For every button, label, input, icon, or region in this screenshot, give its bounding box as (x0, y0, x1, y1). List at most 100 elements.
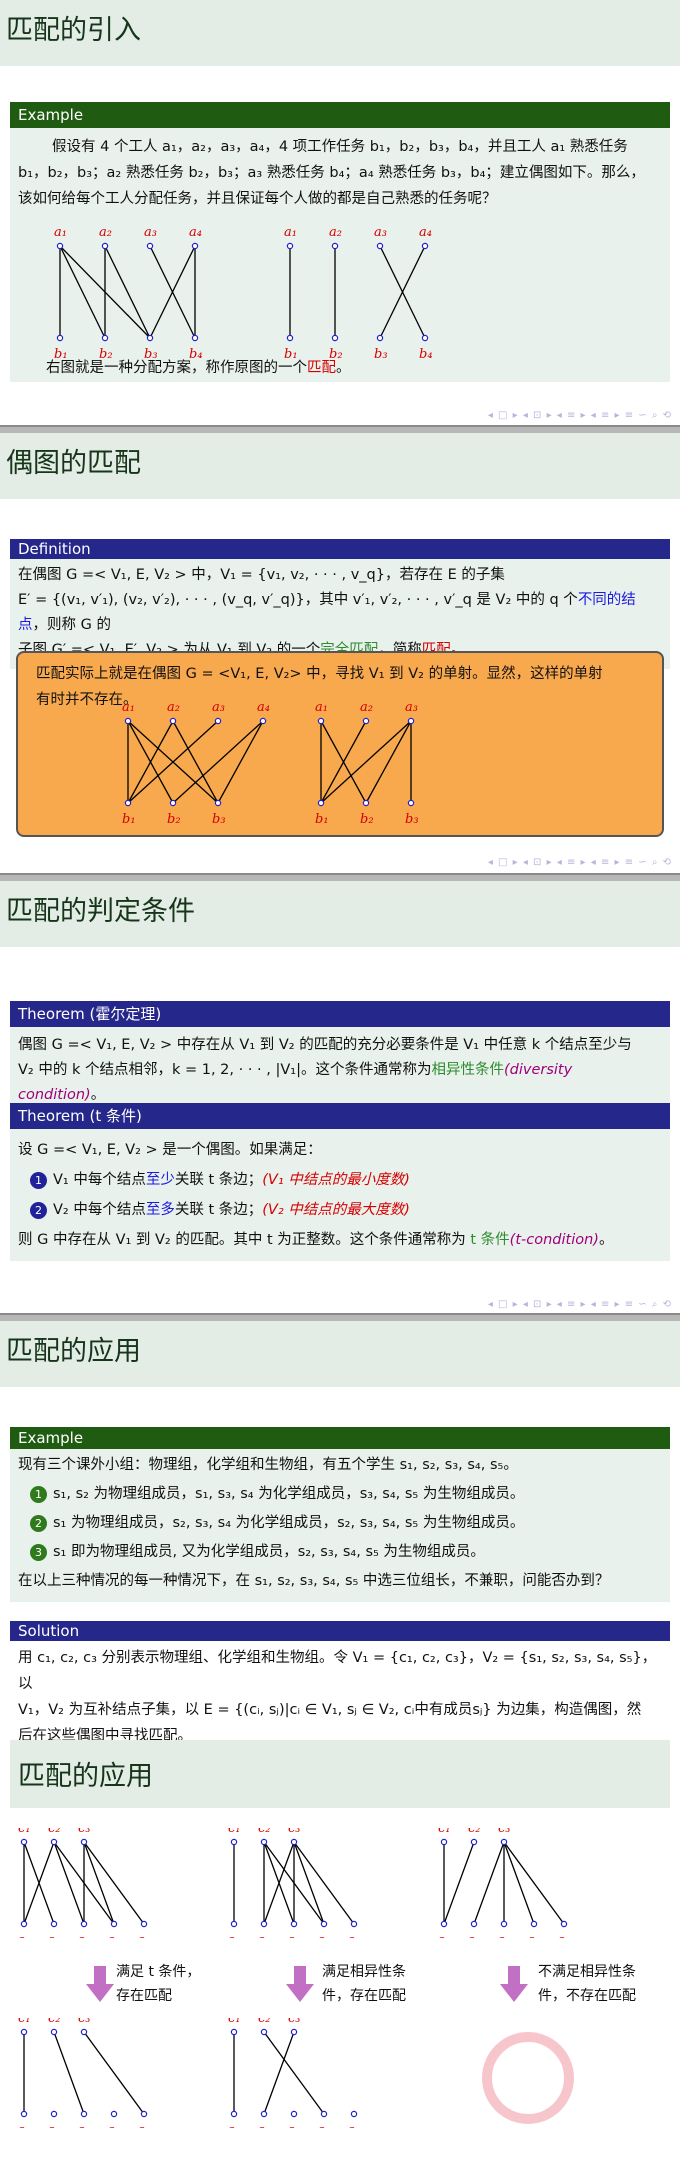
beamer-nav[interactable]: ◂ □ ▸ ◂ ⊡ ▸ ◂ ≡ ▸ ◂ ≡ ▸ ≡ ∽ ⌕ ⟲ (487, 857, 672, 868)
vertex-label: b₄ (419, 347, 433, 362)
graph-edge (263, 2031, 325, 2115)
graph-vertex (56, 242, 64, 250)
vertex-label: s₅ (558, 1933, 571, 1938)
vertex-label: b₃ (405, 812, 419, 827)
vertex-label: c₁ (18, 1828, 31, 1836)
def-line-2: E′ = {(v₁, v′₁), (v₂, v′₂), · · · , (v_q… (18, 588, 662, 638)
graph-vertex (124, 799, 132, 807)
vertex-label: s₅ (138, 1933, 151, 1938)
slide-title: 匹配的引入 (0, 0, 680, 66)
caption-line: 满足 t 条件， (116, 1964, 201, 1980)
solution-block: Solution 用 c₁, c₂, c₃ 分别表示物理组、化学组和生物组。令 … (10, 1621, 670, 1746)
block-header: Definition (10, 539, 670, 559)
example-text-2: b₁，b₂，b₃；a₂ 熟悉任务 b₂，b₃；a₃ 熟悉任务 b₄；a₄ 熟悉任… (18, 165, 645, 181)
tc-term: t 条件 (470, 1232, 510, 1248)
vertex-label: a₃ (405, 703, 418, 715)
graph-edge (263, 1841, 295, 1925)
vertex-label: s₄ (528, 1933, 540, 1938)
graph-vertex (350, 1920, 358, 1928)
slide-matching-application: 匹配的应用 Example 现有三个课外小组：物理组，化学组和生物组，有五个学生… (0, 1321, 680, 1746)
vertex-label: s₁ (18, 2123, 30, 2128)
graph-edge (379, 245, 426, 339)
graph-edge (172, 720, 219, 804)
graph-vertex (146, 334, 154, 342)
tc-term: 至多 (145, 1202, 175, 1218)
vertex-label: s₃ (288, 2123, 300, 2128)
vertex-label: c₂ (258, 2018, 271, 2026)
vertex-label: c₃ (288, 1828, 301, 1836)
example-text-1: 假设有 4 个工人 a₁，a₂，a₃，a₄，4 项工作任务 b₁，b₂，b₃，b… (52, 139, 628, 155)
tc-text: V₂ 中每个结点 (53, 1202, 146, 1218)
vertex-label: b₁ (122, 812, 136, 827)
tc-text: 关联 t 条边； (174, 1172, 263, 1188)
graph-vertex (230, 1920, 238, 1928)
block-header: Theorem (霍尔定理) (10, 1001, 670, 1027)
slide-separator (0, 1313, 680, 1321)
vertex-label: a₄ (419, 228, 432, 240)
vertex-label: c₁ (18, 2018, 31, 2026)
vertex-label: c₂ (48, 1828, 61, 1836)
vertex-label: b₃ (144, 347, 158, 362)
graph-case-3: c₁c₂c₃s₁s₂s₃s₄s₅ (438, 1828, 571, 1938)
graph-edge (127, 720, 174, 804)
caption-text: 右图就是一种分配方案，称作原图的一个 (46, 360, 307, 376)
caption-line: 件，不存在匹配 (538, 1988, 636, 2004)
item-number: 1 (30, 1172, 47, 1189)
graph-vertex (101, 334, 109, 342)
vertex-label: a₂ (329, 228, 342, 240)
tc-line-1: 设 G =< V₁, E, V₂ > 是一个偶图。如果满足： (18, 1142, 322, 1158)
caption-line: 件，存在匹配 (322, 1988, 406, 2004)
graph-vertex (214, 799, 222, 807)
graph-edge (365, 720, 412, 804)
vertex-label: s₂ (258, 2123, 270, 2128)
graph-vertex (290, 1920, 298, 1928)
result-caption-3: 不满足相异性条件，不存在匹配 (538, 1960, 636, 2008)
graph-edge (443, 1841, 475, 1925)
vertex-label: c₂ (258, 1828, 271, 1836)
caption-line: 不满足相异性条 (538, 1964, 636, 1980)
vertex-label: s₅ (138, 2123, 151, 2128)
example-question: 在以上三种情况的每一种情况下，在 s₁, s₂, s₃, s₄, s₅ 中选三位… (18, 1573, 610, 1589)
graph-edge (83, 1841, 115, 1925)
vertex-label: a₄ (189, 228, 202, 240)
vertex-label: s₃ (78, 2123, 90, 2128)
graph-vertex (317, 799, 325, 807)
vertex-label: s₁ (18, 1933, 30, 1938)
graph-vertex (20, 1838, 28, 1846)
graph-edge (172, 720, 264, 804)
tc-text: 则 G 中存在从 V₁ 到 V₂ 的匹配。其中 t 为正整数。这个条件通常称为 (18, 1232, 471, 1248)
graph-vertex (259, 717, 267, 725)
graph-edge (127, 720, 219, 804)
beamer-nav[interactable]: ◂ □ ▸ ◂ ⊡ ▸ ◂ ≡ ▸ ◂ ≡ ▸ ≡ ∽ ⌕ ⟲ (487, 1299, 672, 1310)
graph-vertex (80, 2028, 88, 2036)
vertex-label: a₄ (257, 703, 270, 715)
graph-vertex (362, 799, 370, 807)
vertex-label: a₂ (167, 703, 180, 715)
graph-vertex (331, 242, 339, 250)
no-matching-circle-icon (482, 2032, 574, 2124)
graph-vertex (260, 2110, 268, 2118)
vertex-label: a₃ (144, 228, 157, 240)
item-number: 1 (30, 1486, 47, 1503)
result-caption-1: 满足 t 条件，存在匹配 (116, 1960, 200, 2008)
graph-vertex (317, 717, 325, 725)
graph-vertex (500, 1920, 508, 1928)
graph-vertex (530, 1920, 538, 1928)
graph-vertex (320, 2110, 328, 2118)
graph-vertex (101, 242, 109, 250)
def-text: ，则称 G 的 (32, 617, 111, 633)
vertex-label: s₄ (318, 1933, 330, 1938)
beamer-nav[interactable]: ◂ □ ▸ ◂ ⊡ ▸ ◂ ≡ ▸ ◂ ≡ ▸ ≡ ∽ ⌕ ⟲ (487, 410, 672, 421)
graph-vertex (440, 1838, 448, 1846)
def-line-1: 在偶图 G =< V₁, E, V₂ > 中，V₁ = {v₁, v₂, · ·… (18, 567, 505, 583)
graph-vertex (146, 242, 154, 250)
vertex-label: b₁ (284, 347, 298, 362)
graph-vertex (214, 717, 222, 725)
vertex-label: b₂ (360, 812, 374, 827)
vertex-label: s₄ (108, 2123, 120, 2128)
tc-note: (V₂ 中结点的最大度数) (262, 1202, 410, 1218)
